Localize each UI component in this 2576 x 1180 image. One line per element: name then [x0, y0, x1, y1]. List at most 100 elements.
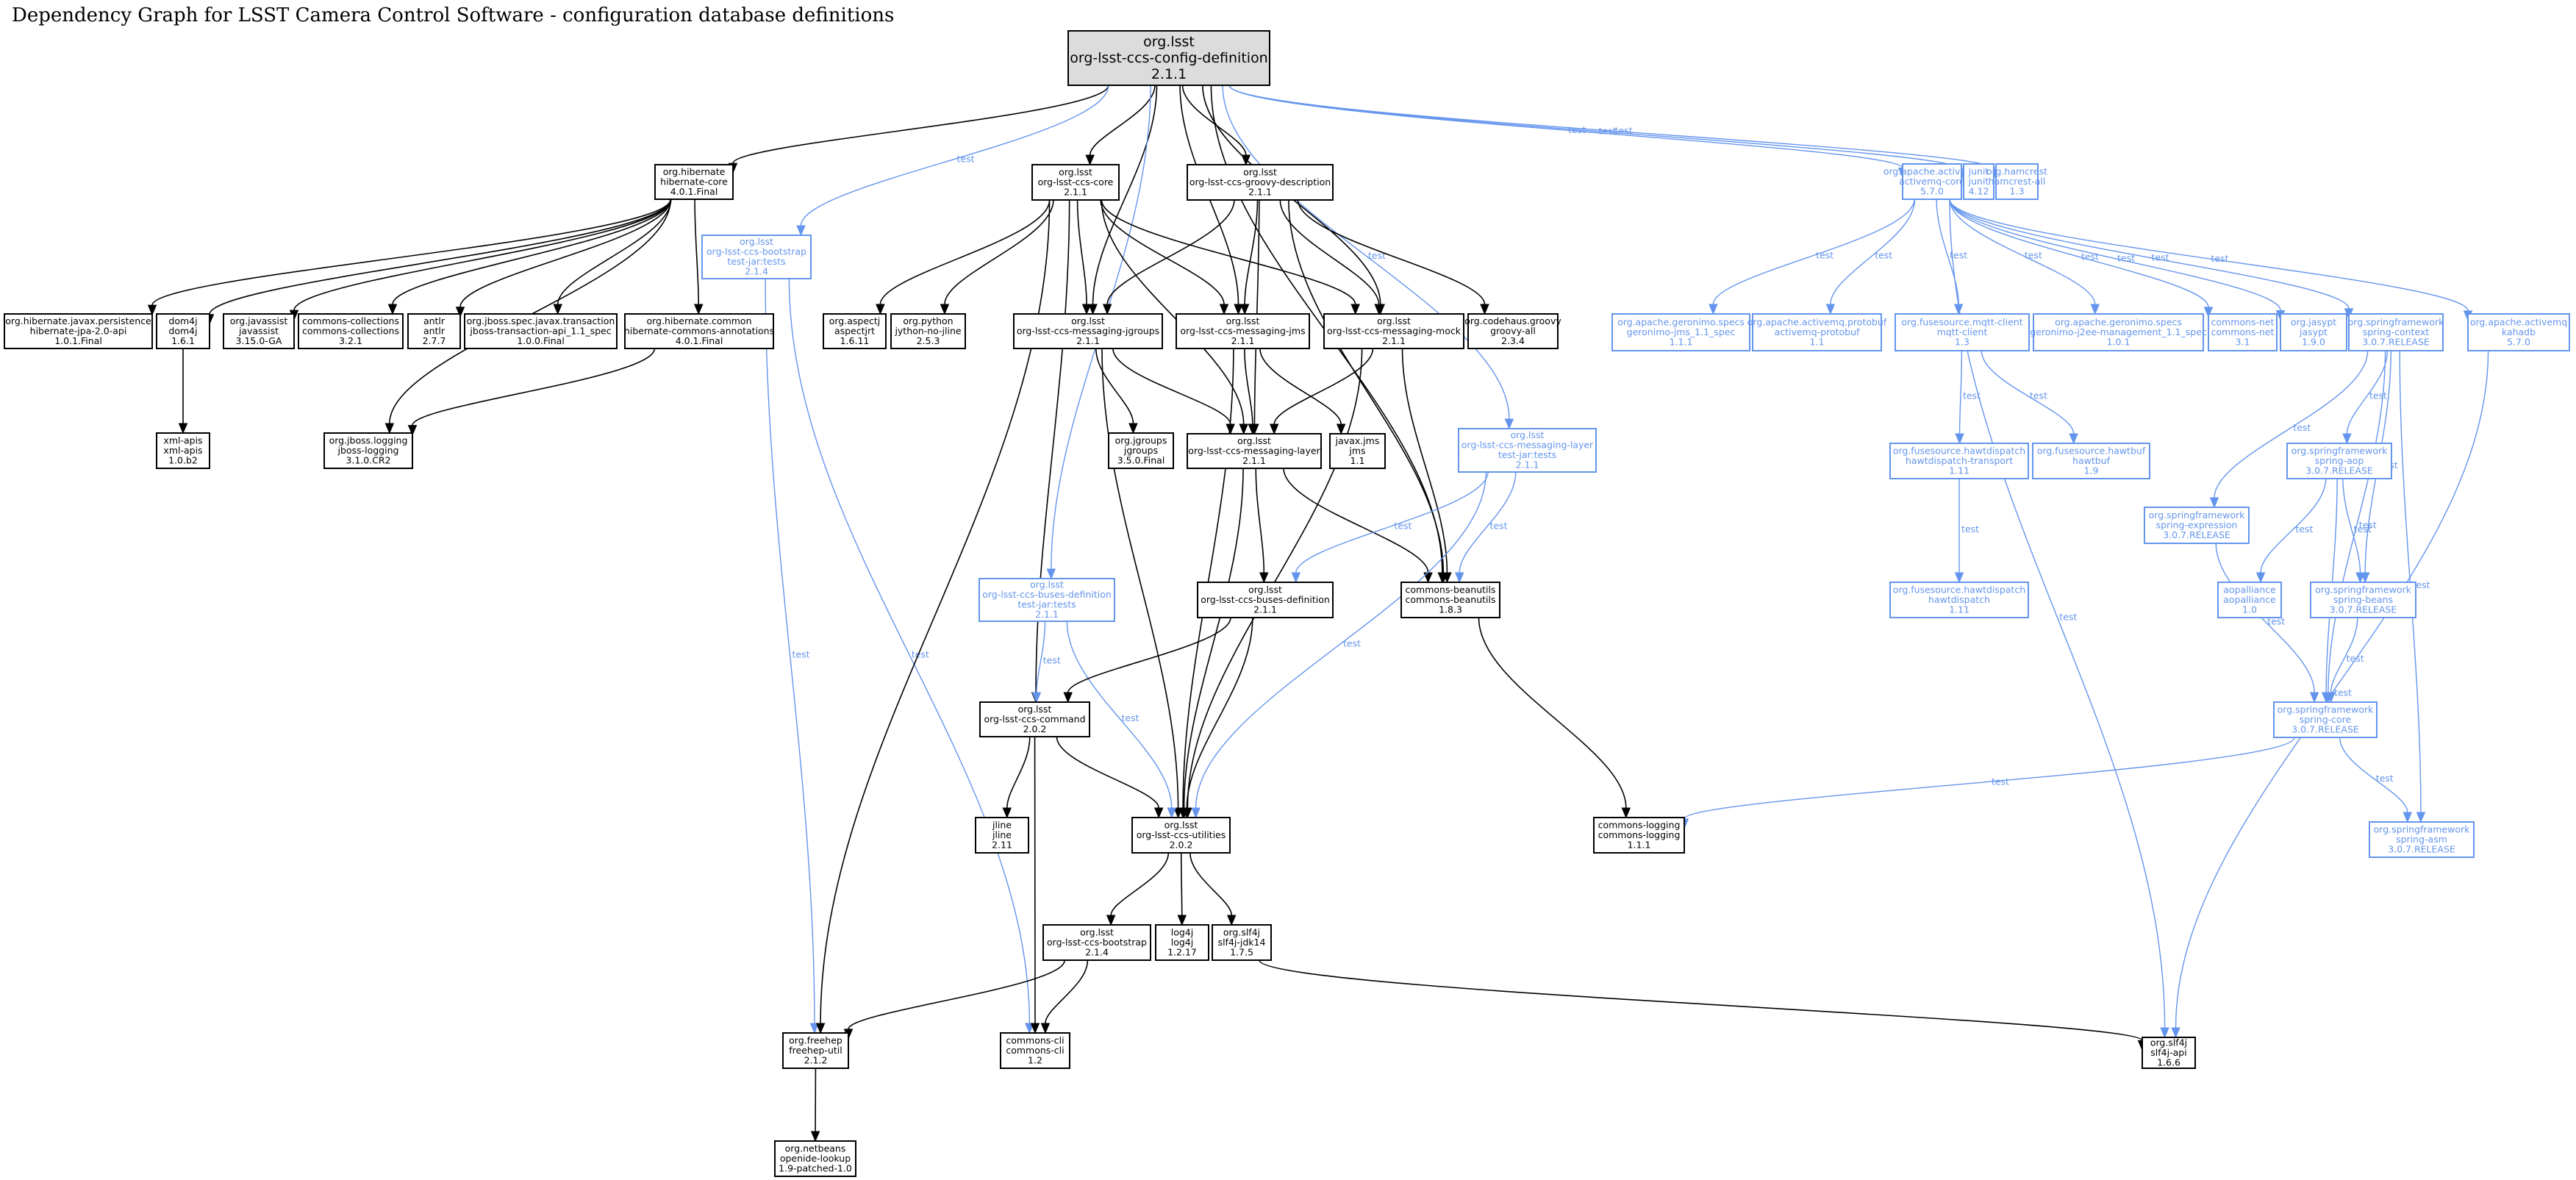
- node-activemq-protobuf[interactable]: org.apache.activemq.protobufactivemq-pro…: [1747, 313, 1887, 351]
- node-spring-beans[interactable]: org.springframeworkspring-beans3.0.7.REL…: [2310, 582, 2416, 618]
- node-version: 2.1.1: [1382, 335, 1406, 346]
- edge-line: [788, 278, 1031, 1024]
- node-groovy-description[interactable]: org.lsstorg-lsst-ccs-groovy-description2…: [1187, 164, 1334, 201]
- node-group-id: commons-cli: [1006, 1034, 1064, 1045]
- edge-label: test: [2211, 253, 2229, 264]
- node-artifact-id: org-lsst-ccs-bootstrap: [1047, 937, 1147, 948]
- edge-line: [1056, 736, 1159, 809]
- node-msg-layer-tests[interactable]: org.lsstorg-lsst-ccs-messaging-layertest…: [1458, 428, 1597, 473]
- node-version: 1.6.6: [2157, 1056, 2180, 1068]
- node-geronimo-jms[interactable]: org.apache.geronimo.specsgeronimo-jms_1.…: [1611, 313, 1750, 351]
- edge-hibernate-core-to-jboss-transaction: [553, 199, 672, 315]
- node-root[interactable]: org.lsstorg-lsst-ccs-config-definition2.…: [1067, 30, 1270, 86]
- edge-ccs-core-to-msg-jgroups: [1076, 199, 1092, 315]
- arrowhead-icon: [407, 425, 418, 436]
- node-buses-def[interactable]: org.lsstorg-lsst-ccs-buses-definition2.1…: [1197, 582, 1334, 618]
- node-hawtdispatch-transport[interactable]: org.fusesource.hawtdispatchhawtdispatch-…: [1889, 443, 2029, 479]
- edge-hibernate-core-to-javassist: [289, 199, 671, 321]
- node-bootstrap-tests[interactable]: org.lsstorg-lsst-ccs-bootstraptest-jar:t…: [701, 235, 812, 279]
- node-version: 3.1.0.CR2: [346, 454, 390, 465]
- node-artifact-id: freehep-util: [789, 1045, 842, 1056]
- node-box: [1752, 313, 1882, 351]
- node-netbeans[interactable]: org.netbeansopenide-lookup1.9-patched-1.…: [774, 1140, 856, 1177]
- node-box: [2273, 701, 2378, 738]
- edge-label: test: [1615, 125, 1633, 136]
- arrowhead-icon: [1248, 423, 1258, 435]
- edge-line: [2339, 737, 2408, 813]
- node-group-id: org.jgroups: [1115, 435, 1167, 446]
- edge-msg-layer-tests-to-beanutils: test: [1454, 471, 1517, 584]
- node-spring-core[interactable]: org.springframeworkspring-core3.0.7.RELE…: [2273, 701, 2378, 738]
- arrowhead-icon: [2090, 304, 2100, 315]
- node-box: [1131, 817, 1231, 854]
- arrowhead-icon: [2416, 812, 2426, 823]
- node-artifact-id: org-lsst-ccs-messaging-jgroups: [1017, 325, 1159, 336]
- node-version: 1.3: [2010, 185, 2025, 196]
- node-jboss-transaction[interactable]: org.jboss.spec.javax.transactionjboss-tr…: [464, 313, 618, 349]
- node-commons-collections[interactable]: commons-collectionscommons-collections3.…: [298, 313, 404, 349]
- node-group-id: org.lsst: [1030, 579, 1064, 590]
- edge-groovy-description-to-msg-jgroups: [1102, 199, 1235, 315]
- node-msg-layer[interactable]: org.lsstorg-lsst-ccs-messaging-layer2.1.…: [1187, 433, 1322, 469]
- node-box: [156, 432, 210, 469]
- node-version: 4.0.1.Final: [670, 186, 718, 197]
- node-hibernate-common[interactable]: org.hibernate.commonhibernate-commons-an…: [624, 313, 774, 349]
- node-box: [1067, 30, 1270, 86]
- edge-hibernate-core-to-hibernate-jpa: [147, 199, 671, 316]
- node-msg-jgroups[interactable]: org.lsstorg-lsst-ccs-messaging-jgroups2.…: [1013, 313, 1163, 349]
- node-geronimo-j2ee[interactable]: org.apache.geronimo.specsgeronimo-j2ee-m…: [2030, 313, 2207, 351]
- node-version: 2.1.2: [804, 1054, 828, 1065]
- node-spring-expression[interactable]: org.springframeworkspring-expression3.0.…: [2144, 507, 2250, 544]
- node-spring-aop[interactable]: org.springframeworkspring-aop3.0.7.RELEA…: [2286, 443, 2392, 479]
- edge-command-to-jline: [1002, 736, 1031, 819]
- edge-line: [1936, 199, 1959, 305]
- node-group-id: commons-logging: [1598, 819, 1681, 830]
- edge-line: [1949, 199, 2350, 310]
- edge-activemq-core-to-mqtt-client: test: [1936, 199, 1967, 315]
- node-box: [823, 313, 887, 349]
- node-buses-def-tests[interactable]: org.lsstorg-lsst-ccs-buses-definitiontes…: [978, 578, 1115, 622]
- node-group-id: org.aspectj: [829, 315, 881, 326]
- node-group-id: org.freehep: [789, 1034, 842, 1045]
- arrowhead-icon: [2203, 307, 2214, 318]
- node-hibernate-jpa[interactable]: org.hibernate.javax.persistencehibernate…: [4, 313, 153, 349]
- edge-ccs-core-to-msg-layer: [1101, 199, 1248, 435]
- node-spring-asm[interactable]: org.springframeworkspring-asm3.0.7.RELEA…: [2369, 821, 2475, 858]
- node-hawtdispatch[interactable]: org.fusesource.hawtdispatchhawtdispatch1…: [1889, 582, 2029, 618]
- node-spring-context[interactable]: org.springframeworkspring-context3.0.7.R…: [2348, 313, 2444, 351]
